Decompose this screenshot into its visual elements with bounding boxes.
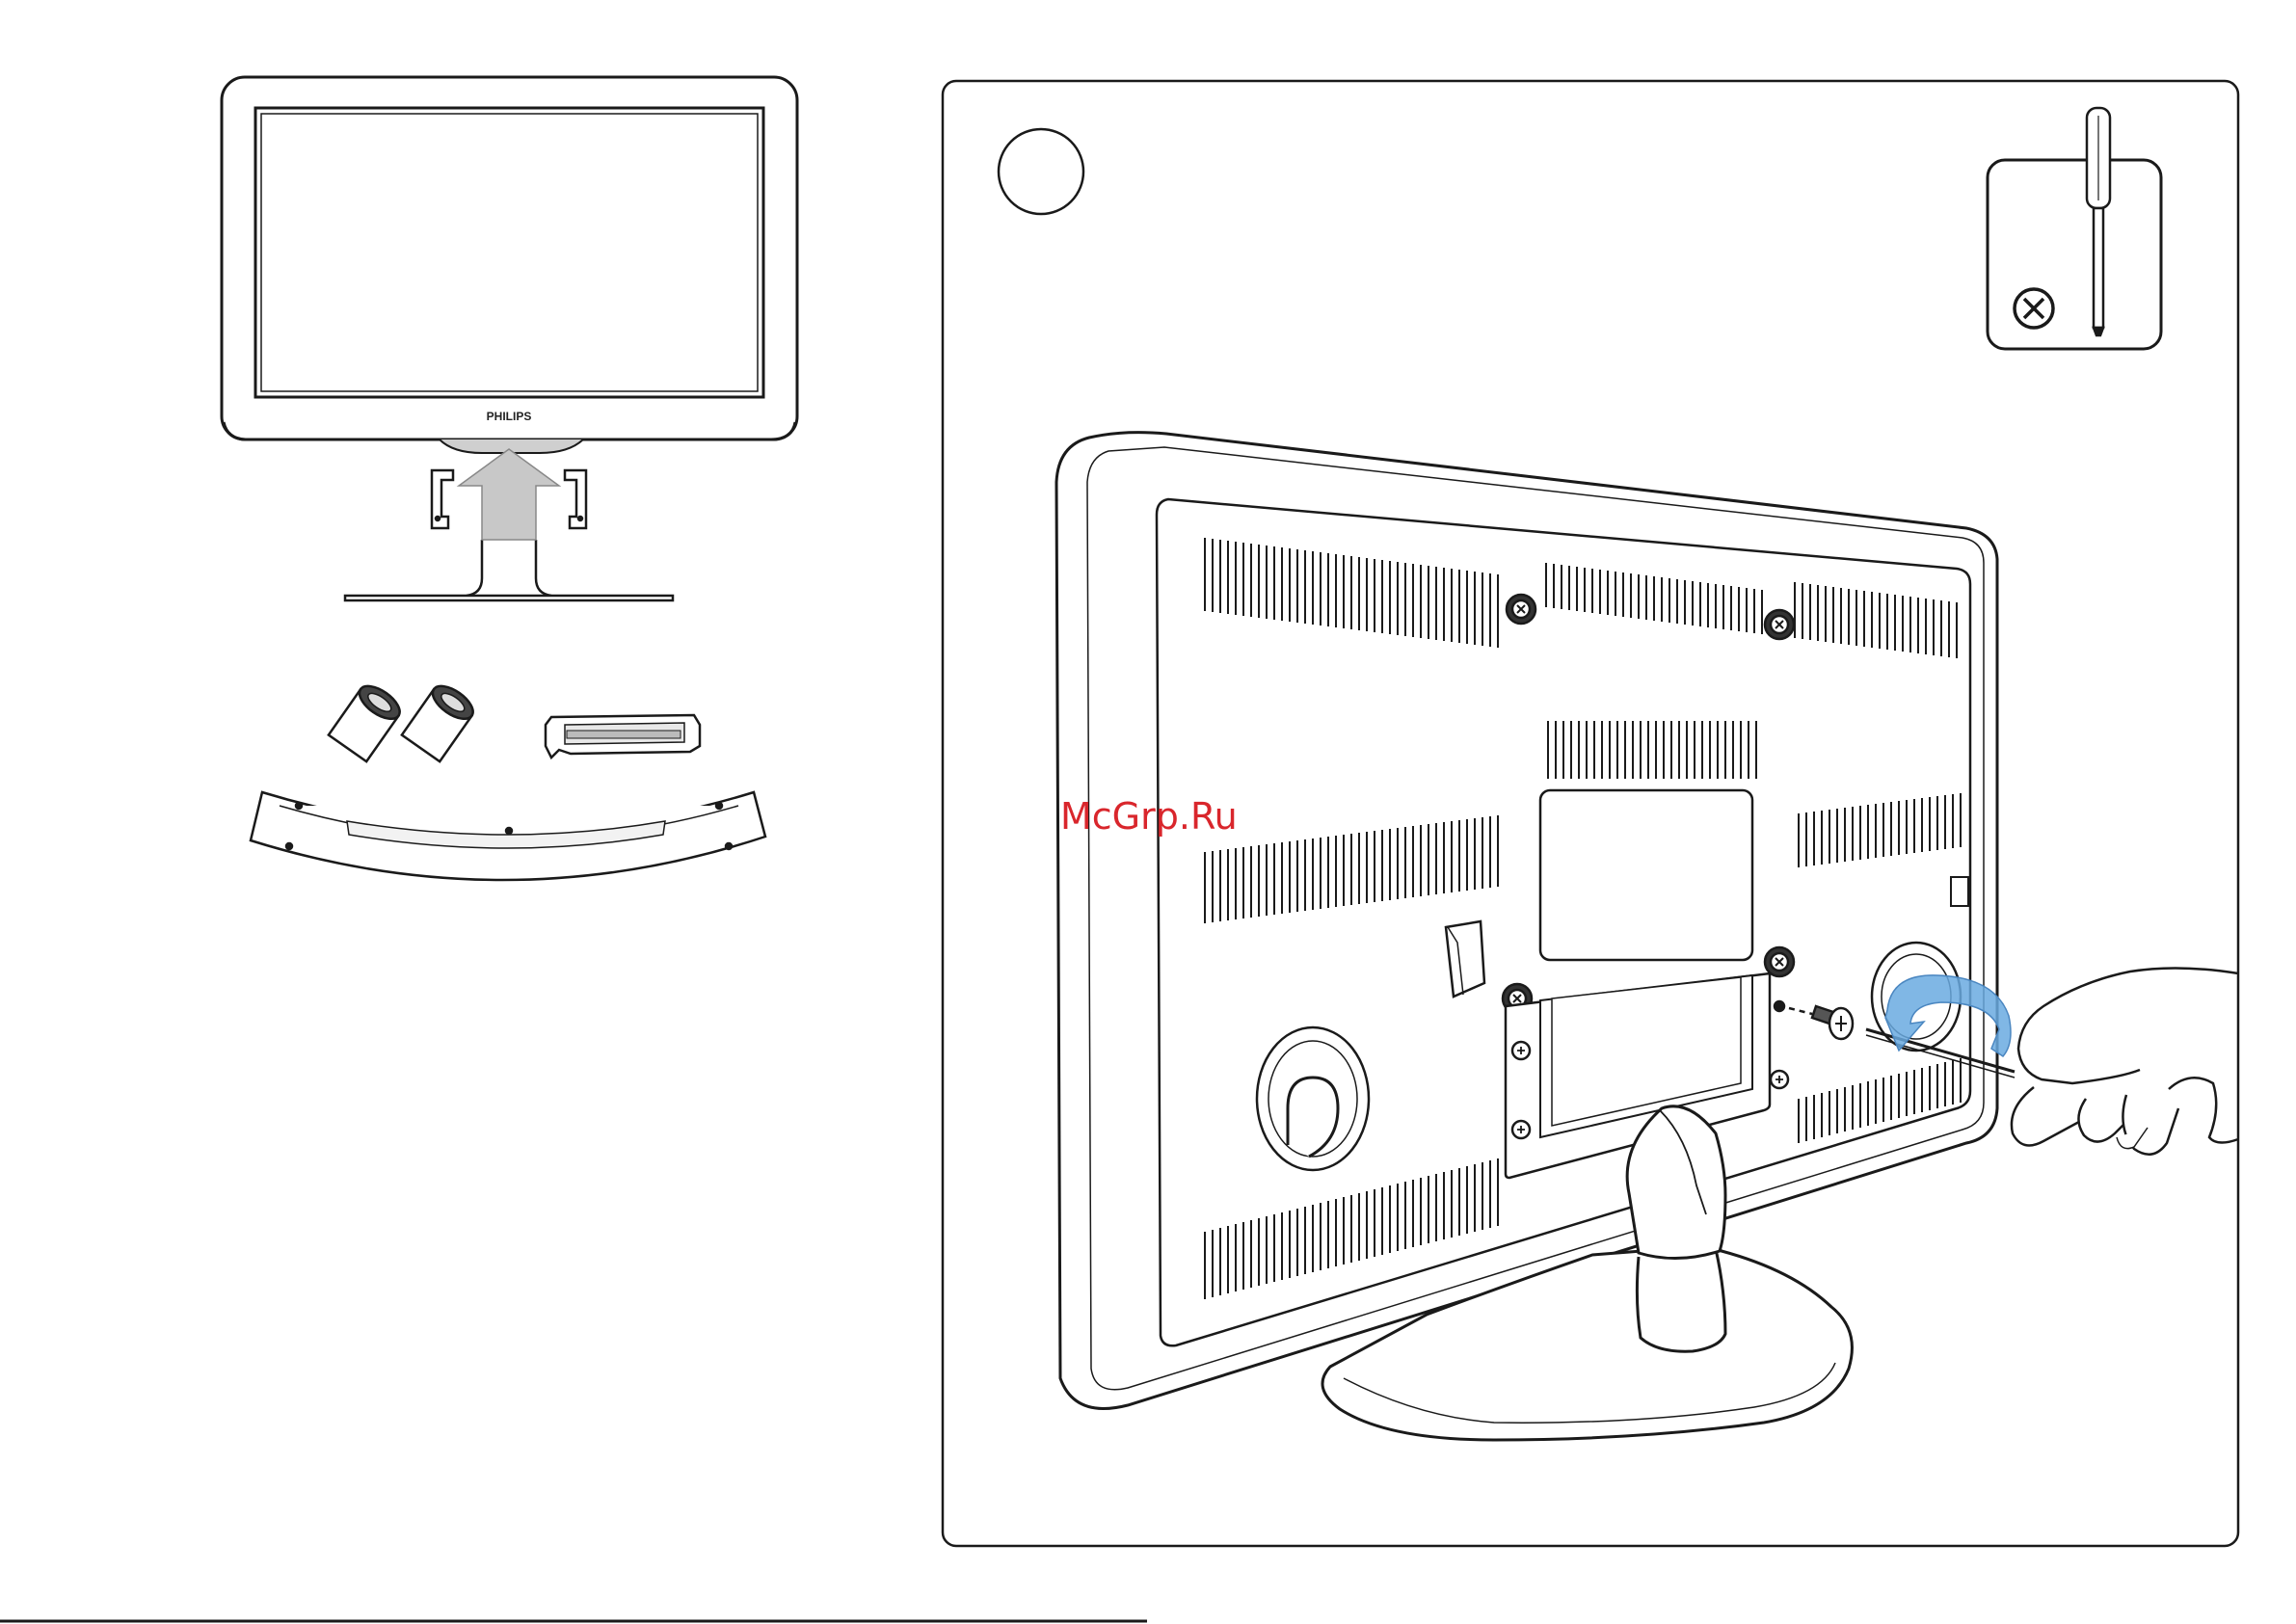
watermark: McGrp.Ru [1060,795,1238,838]
stand-clip [546,715,700,758]
tv-brand-logo: PHILIPS [487,410,532,423]
curved-bracket [251,792,765,880]
tv-front-illustration: PHILIPS [222,77,797,453]
step-number-badge [999,129,1083,214]
insert-arrow-icon [459,449,559,540]
spacer-tubes [329,679,478,761]
